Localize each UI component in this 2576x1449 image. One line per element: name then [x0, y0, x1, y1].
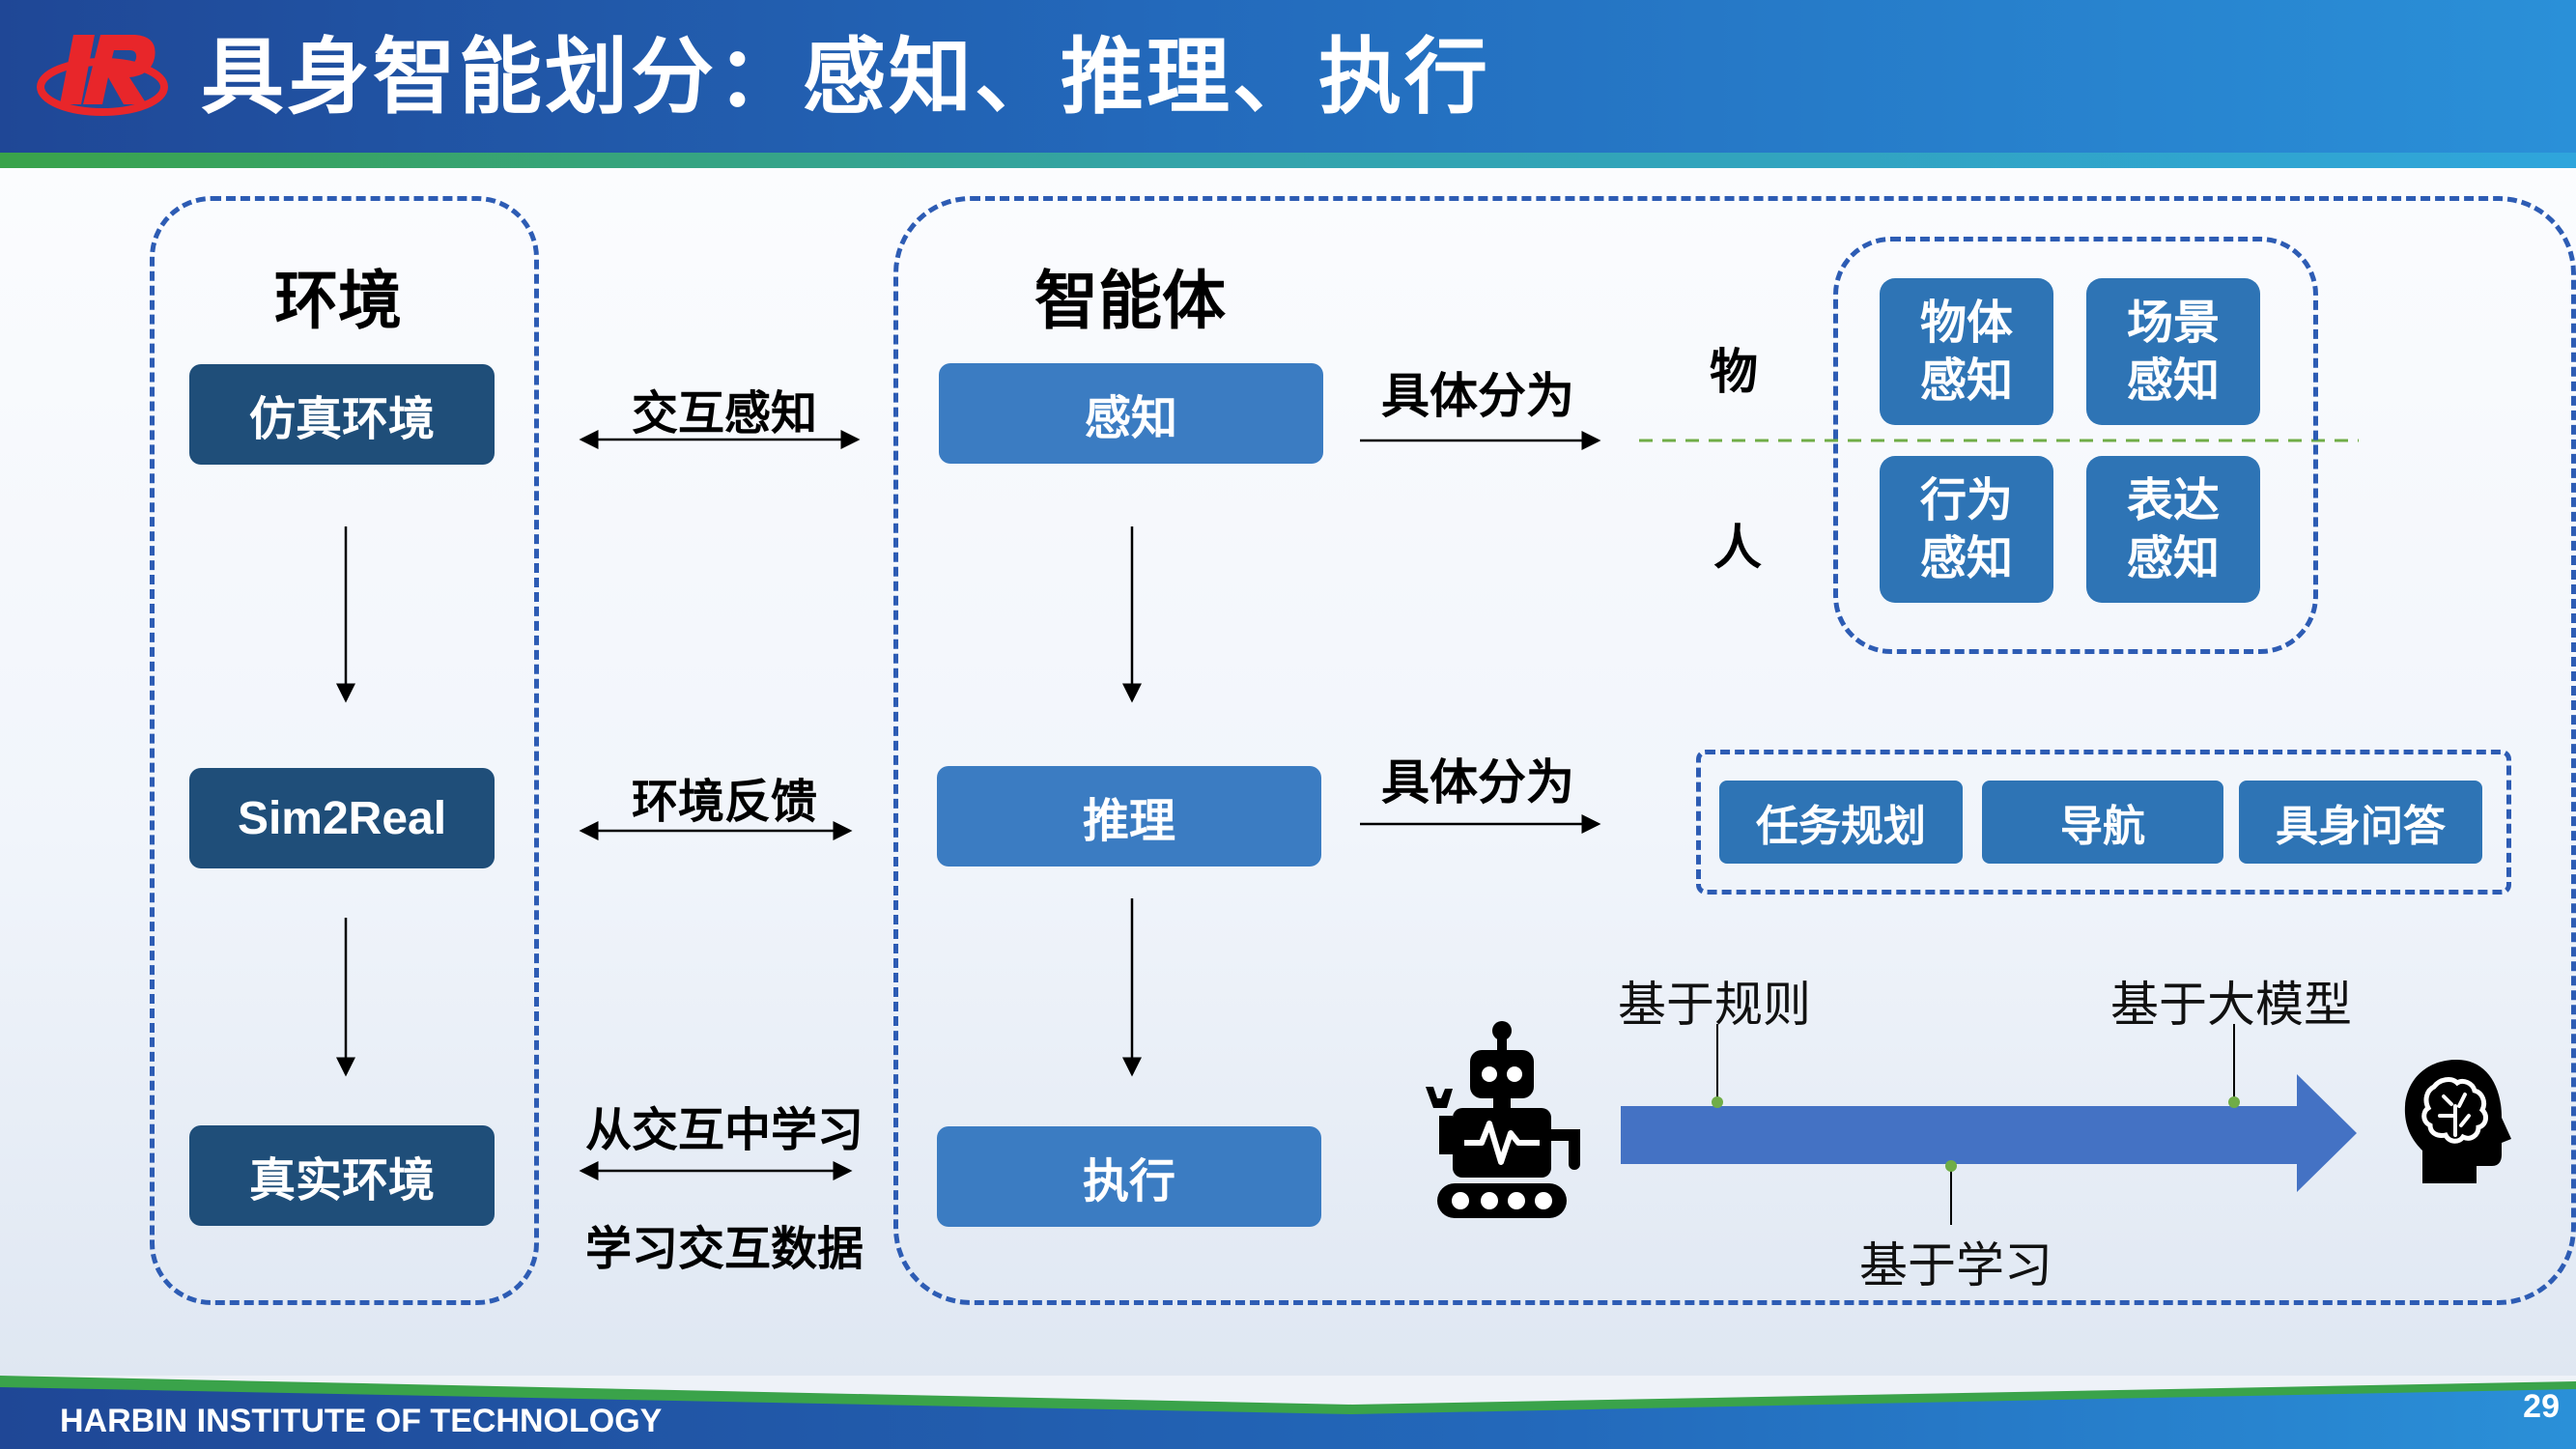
page-number: 29 [2523, 1388, 2560, 1425]
perception-chip-object: 物体 感知 [1880, 278, 2053, 425]
env-box-simulation: 仿真环境 [189, 364, 495, 465]
agent-box-perception: 感知 [939, 363, 1323, 464]
perception-types-frame [1833, 237, 2318, 654]
interaction-label-bottom-upper: 从交互中学习 [584, 1103, 863, 1157]
perception-chip-behavior: 行为 感知 [1880, 456, 2053, 603]
interaction-label-bottom-lower: 学习交互数据 [584, 1222, 863, 1276]
header-bar [0, 0, 2576, 155]
perception-chip-scene: 场景 感知 [2086, 278, 2260, 425]
agent-heading: 智能体 [1034, 264, 1226, 338]
interaction-label-middle: 环境反馈 [631, 775, 817, 829]
environment-heading: 环境 [274, 264, 402, 338]
perception-split-label: 具体分为 [1381, 368, 1574, 424]
human-label: 人 [1713, 520, 1762, 576]
reasoning-split-label: 具体分为 [1381, 754, 1574, 810]
footer-institution: HARBIN INSTITUTE OF TECHNOLOGY [60, 1403, 663, 1439]
footer-band [0, 1376, 2576, 1449]
agent-box-reasoning: 推理 [937, 766, 1321, 867]
robot-icon [1420, 1019, 1584, 1222]
perception-chip-expression: 表达 感知 [2086, 456, 2260, 603]
env-box-sim2real: Sim2Real [189, 768, 495, 868]
execution-label-rule: 基于规则 [1618, 977, 1811, 1033]
page-title: 具身智能划分：感知、推理、执行 [201, 29, 1490, 126]
header-stripe [0, 153, 2576, 168]
reasoning-types-frame [1696, 750, 2511, 895]
agent-frame [893, 196, 2576, 1305]
ir-logo [35, 27, 170, 124]
execution-timeline-arrow [1621, 1074, 2357, 1192]
env-box-real: 真实环境 [189, 1125, 495, 1226]
reasoning-chip-task-planning: 任务规划 [1719, 781, 1963, 864]
execution-label-learning: 基于学习 [1859, 1237, 2052, 1293]
object-label: 物 [1710, 344, 1758, 400]
execution-label-llm: 基于大模型 [2110, 977, 2352, 1033]
agent-box-execution: 执行 [937, 1126, 1321, 1227]
reasoning-chip-navigation: 导航 [1982, 781, 2223, 864]
reasoning-chip-embodied-qa: 具身问答 [2239, 781, 2482, 864]
environment-frame [150, 196, 539, 1305]
interaction-label-top: 交互感知 [631, 386, 817, 440]
brain-head-icon [2401, 1058, 2513, 1185]
